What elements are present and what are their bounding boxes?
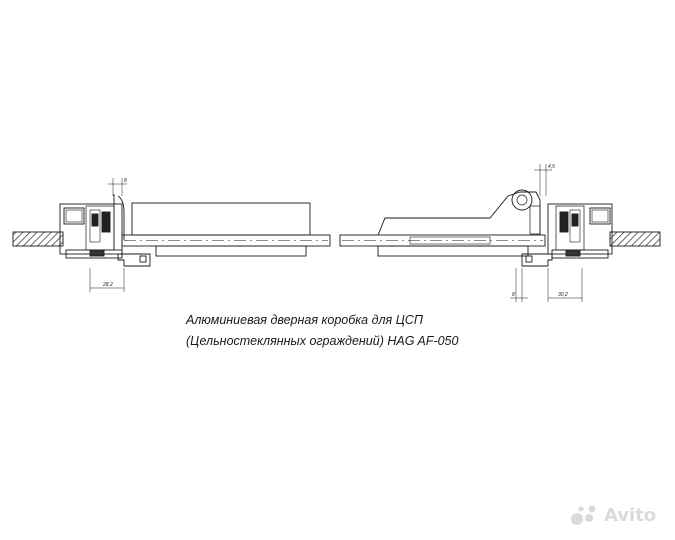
left-frame-profile (59, 203, 123, 255)
dim-right-gap: 4,5 (548, 164, 555, 170)
right-wall-section (609, 231, 661, 247)
dim-left-width: 28,2 (102, 282, 113, 288)
avito-logo-icon (571, 505, 596, 525)
left-door-leaf (131, 202, 311, 236)
avito-watermark: Avito (570, 504, 656, 526)
right-frame-assembly (339, 164, 661, 302)
left-l-profile (117, 253, 151, 267)
right-l-profile (521, 253, 553, 267)
caption-line-1: Алюминиевая дверная коробка для ЦСП (186, 313, 423, 327)
caption-line-2: (Цельностеклянных ограждений) HAG AF-050 (186, 334, 459, 348)
right-hinge-body (377, 191, 541, 236)
dim-right-width: 30,2 (558, 292, 568, 298)
hinge-pivot (511, 189, 533, 211)
watermark-text: Avito (604, 504, 657, 526)
left-wall-section (12, 231, 64, 247)
dim-right-offset: 8 (512, 292, 515, 298)
left-frame-assembly (12, 178, 331, 292)
dim-left-gap: 8 (124, 178, 127, 184)
